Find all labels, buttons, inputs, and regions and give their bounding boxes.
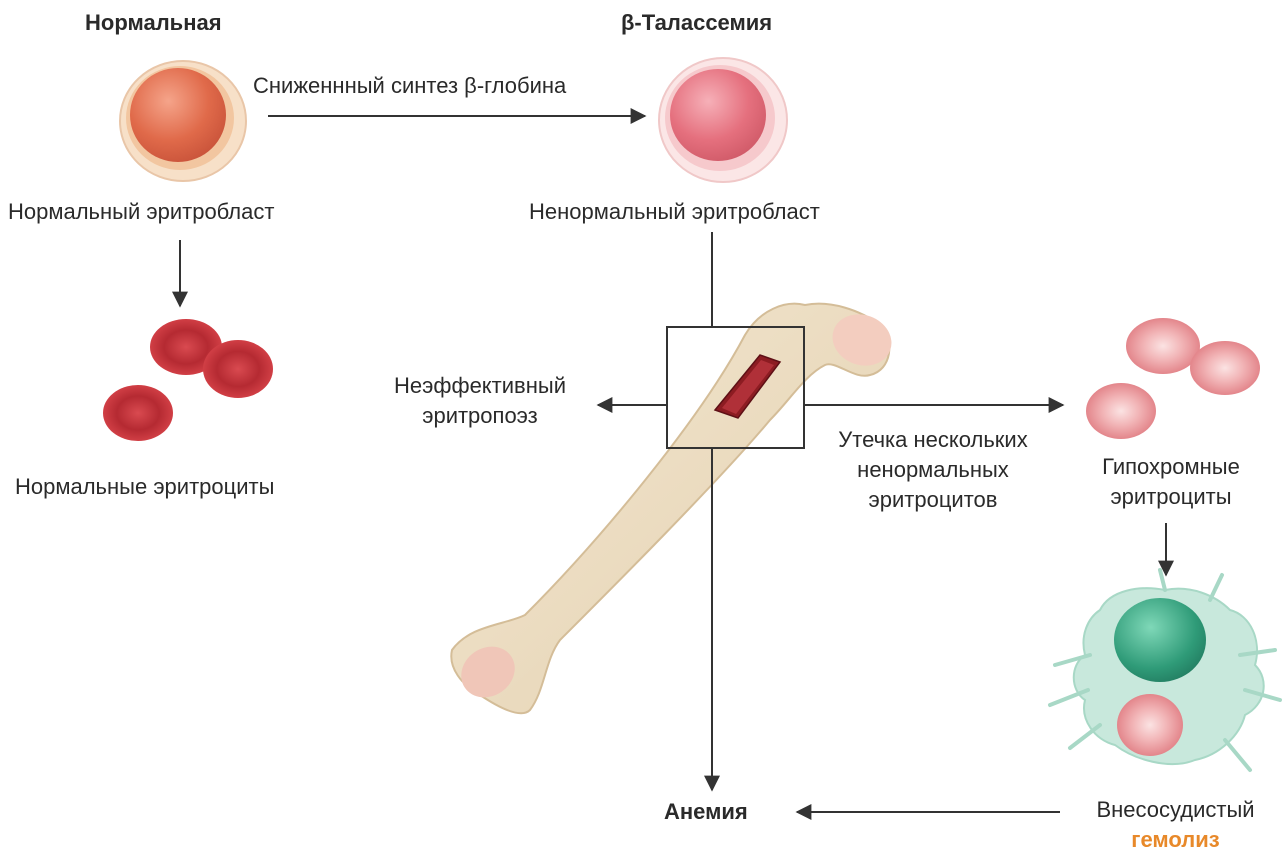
normal-rbc (103, 385, 173, 441)
label-ineffective-erythropoiesis: Неэффективный эритропоэз (365, 371, 595, 431)
label-abnormal-erythroblast: Ненормальный эритробласт (529, 197, 820, 227)
macrophage-cell (1050, 570, 1280, 770)
label-leak-line3: эритроцитов (808, 485, 1058, 515)
label-leak-line1: Утечка нескольких (808, 425, 1058, 455)
label-reduced-synthesis: Сниженнный синтез β-глобина (253, 71, 566, 101)
hypochromic-rbc (1126, 318, 1200, 374)
label-extravascular-hemolysis: Внесосудистый гемолиз (1068, 795, 1283, 855)
normal-erythrocytes-group (103, 319, 273, 441)
label-hypochromic-line1: Гипохромные (1076, 452, 1266, 482)
label-extravascular: Внесосудистый (1068, 795, 1283, 825)
label-hypochromic-line2: эритроциты (1076, 482, 1266, 512)
hypochromic-erythrocytes-group (1086, 318, 1260, 439)
label-anemia: Анемия (664, 797, 748, 827)
label-ineffective-line2: эритропоэз (365, 401, 595, 431)
label-hemolysis: гемолиз (1068, 825, 1283, 855)
label-leak: Утечка нескольких ненормальных эритроцит… (808, 425, 1058, 515)
header-thalassemia: β-Талассемия (621, 8, 772, 38)
label-hypochromic-erythrocytes: Гипохромные эритроциты (1076, 452, 1266, 512)
normal-erythroblast-cell (120, 61, 246, 181)
abnormal-erythroblast-cell (659, 58, 787, 182)
label-normal-erythroblast: Нормальный эритробласт (8, 197, 274, 227)
header-normal: Нормальная (85, 8, 222, 38)
label-leak-line2: ненормальных (808, 455, 1058, 485)
label-ineffective-line1: Неэффективный (365, 371, 595, 401)
hypochromic-rbc (1086, 383, 1156, 439)
normal-rbc (203, 340, 273, 398)
label-normal-erythrocytes: Нормальные эритроциты (15, 472, 274, 502)
hypochromic-rbc (1190, 341, 1260, 395)
